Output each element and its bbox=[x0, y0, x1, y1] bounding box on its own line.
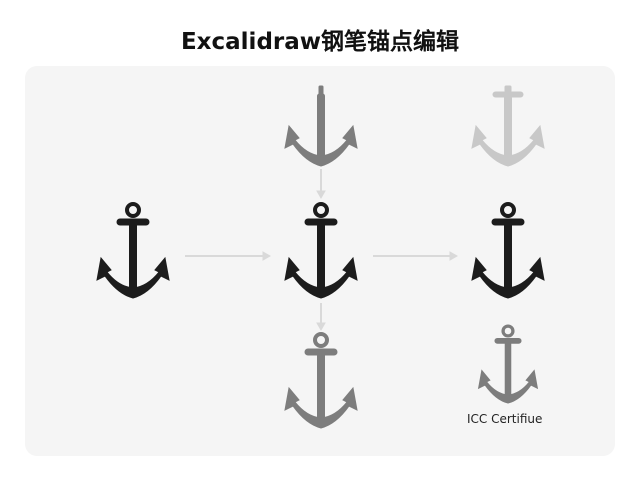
anchor-icon[interactable] bbox=[471, 85, 545, 167]
connector-arrows bbox=[185, 169, 459, 332]
arrow-top-to-center bbox=[316, 169, 326, 200]
drawing-canvas[interactable] bbox=[25, 66, 615, 456]
anchor-icon[interactable] bbox=[95, 202, 171, 300]
arrow-center-to-bottom bbox=[316, 303, 326, 332]
anchor-icon[interactable] bbox=[476, 324, 540, 405]
anchor-icon[interactable] bbox=[283, 202, 359, 300]
anchor-icon[interactable] bbox=[283, 332, 359, 430]
canvas-svg bbox=[95, 85, 546, 430]
anchor-icon[interactable] bbox=[470, 202, 546, 300]
page-title: Excalidraw钢笔锚点编辑 bbox=[180, 29, 460, 55]
caption-text: ICC Certifiue bbox=[467, 412, 543, 426]
anchor-icon[interactable] bbox=[284, 85, 358, 167]
arrow-center-to-right bbox=[373, 251, 459, 261]
arrow-left-to-center bbox=[185, 251, 272, 261]
